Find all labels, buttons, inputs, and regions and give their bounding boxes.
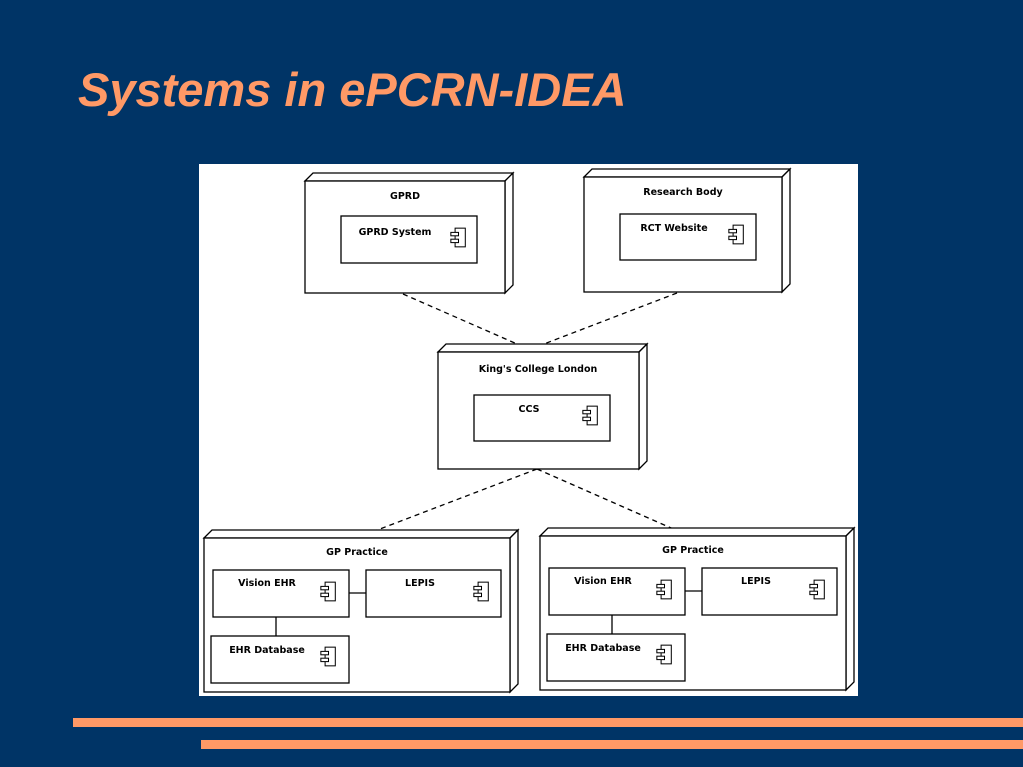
component-ccs-label: CCS [519,404,540,415]
link-kcl-gp2 [536,468,688,536]
dependency-links [358,292,688,538]
accent-bar-bottom [201,740,1023,749]
component-gprd-system: GPRD System [340,215,478,264]
node-kings-college-london: King's College London CCS [436,342,649,471]
component-lepis: LEPIS [701,567,838,616]
component-ehr-database: EHR Database [210,635,350,684]
accent-bar-top [73,718,1023,727]
component-vision-ehr: Vision EHR [212,569,350,618]
node-gprd-label: GPRD [390,191,420,202]
link-gprd-kcl [402,293,534,352]
node-gp1-label: GP Practice [326,547,388,558]
component-ccs: CCS [473,394,611,442]
component-lepis-label: LEPIS [741,576,771,587]
component-ehr-database: EHR Database [546,633,686,682]
node-gp-practice-1: GP Practice Vision EHR LEPIS EHR Databas… [202,528,520,694]
node-kcl-label: King's College London [479,364,598,375]
component-gprd-system-label: GPRD System [359,227,432,238]
node-research-body-label: Research Body [643,187,723,198]
component-vision-ehr-label: Vision EHR [574,576,632,587]
link-kcl-gp1 [358,468,538,538]
component-lepis-label: LEPIS [405,578,435,589]
component-vision-ehr-label: Vision EHR [238,578,296,589]
link-research-kcl [522,292,678,353]
slide-title: Systems in ePCRN-IDEA [78,63,627,116]
component-rct-website: RCT Website [619,213,757,261]
component-lepis: LEPIS [365,569,502,618]
component-ehr-database-label: EHR Database [229,645,305,656]
node-gp2-label: GP Practice [662,545,724,556]
component-ehr-database-label: EHR Database [565,643,641,654]
component-vision-ehr: Vision EHR [548,567,686,616]
node-research-body: Research Body RCT Website [582,167,792,294]
deployment-diagram: GPRD GPRD System Research Body RCT Websi… [199,164,858,696]
component-rct-website-label: RCT Website [640,223,707,234]
node-gprd: GPRD GPRD System [303,171,515,295]
node-gp-practice-2: GP Practice Vision EHR LEPIS EHR Databas… [538,526,856,692]
